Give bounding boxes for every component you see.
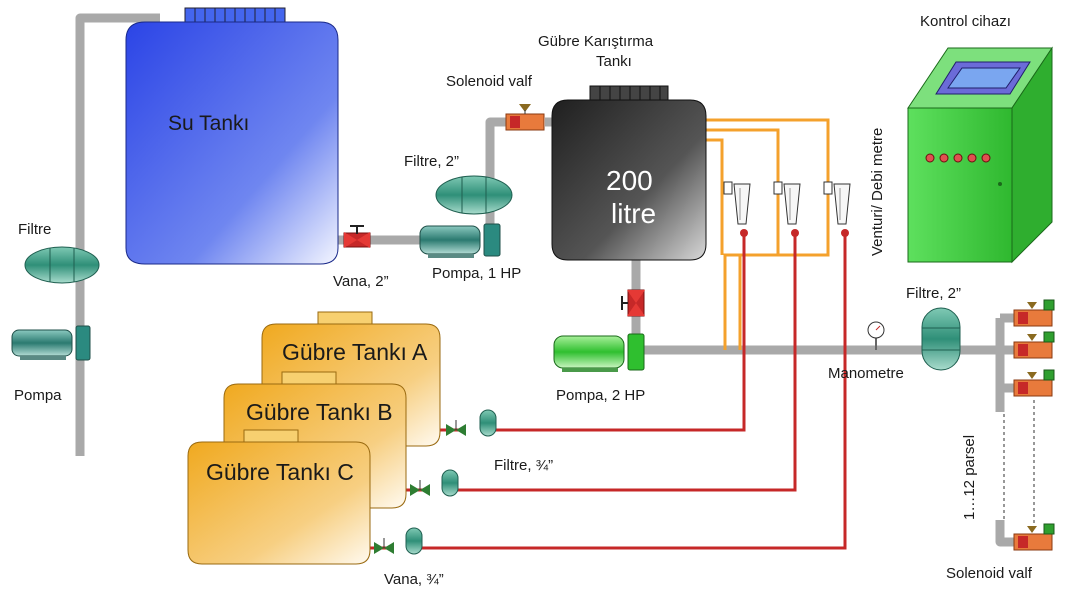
solenoid-valve-icon xyxy=(1013,331,1055,359)
water-tank: Su Tankı xyxy=(125,7,339,265)
valve-icon xyxy=(374,538,394,554)
filter-icon xyxy=(441,469,459,497)
valve-2-label: Vana, 2” xyxy=(333,273,389,290)
filter-2-right-label: Filtre, 2” xyxy=(906,285,961,302)
venturi-label: Venturi/ Debi metre xyxy=(869,128,886,256)
valve-icon xyxy=(621,289,645,317)
flowmeter-icon xyxy=(823,181,851,237)
mix-tank-unit: litre xyxy=(611,198,656,229)
filter-icon xyxy=(479,409,497,437)
filter-icon xyxy=(435,175,513,215)
solenoid-bottom-label: Solenoid valf xyxy=(946,565,1033,582)
manometer-label: Manometre xyxy=(828,365,904,382)
pump-icon xyxy=(11,325,91,361)
filter-34-label: Filtre, ¾” xyxy=(494,457,553,474)
pump-left-label: Pompa xyxy=(14,387,62,404)
valve-icon xyxy=(446,420,466,436)
filter-left-label: Filtre xyxy=(18,221,51,238)
solenoid-top-label: Solenoid valf xyxy=(446,73,533,90)
valve-icon xyxy=(410,480,430,496)
tank-b-label: Gübre Tankı B xyxy=(246,399,393,425)
filter-icon xyxy=(921,307,961,371)
water-tank-label: Su Tankı xyxy=(168,112,249,135)
pump-icon xyxy=(419,223,501,258)
control-box xyxy=(907,46,1053,264)
filter-icon xyxy=(405,527,423,555)
mixing-tank: 200 litre xyxy=(551,85,707,261)
flowmeter-icon xyxy=(773,181,801,237)
flowmeter-icon xyxy=(723,181,751,237)
orange-pipes xyxy=(705,118,830,350)
solenoid-valve-icon xyxy=(505,104,545,131)
pump-icon xyxy=(553,333,645,372)
control-box-label: Kontrol cihazı xyxy=(920,13,1011,30)
tank-c-label: Gübre Tankı C xyxy=(206,459,354,485)
fertilizer-tank-c: Gübre Tankı C xyxy=(187,429,371,565)
filter-2-top-label: Filtre, 2” xyxy=(404,153,459,170)
mix-tank-title-1: Gübre Karıştırma xyxy=(538,33,654,50)
mix-tank-volume: 200 xyxy=(606,165,653,196)
solenoid-valve-icon xyxy=(1013,523,1055,551)
pressure-gauge-icon xyxy=(867,321,885,350)
parsel-label: 1…12 parsel xyxy=(961,435,978,520)
valve-34-label: Vana, ¾” xyxy=(384,571,444,588)
solenoid-valve-icon xyxy=(1013,299,1055,327)
filter-icon xyxy=(24,246,100,284)
pump-2hp-label: Pompa, 2 HP xyxy=(556,387,645,404)
parsel-dashed-lines xyxy=(1003,400,1035,532)
valve-icon xyxy=(343,225,371,248)
tank-a-label: Gübre Tankı A xyxy=(282,339,428,365)
solenoid-valve-icon xyxy=(1013,369,1055,397)
pump-1hp-label: Pompa, 1 HP xyxy=(432,265,521,282)
mix-tank-title-2: Tankı xyxy=(596,53,632,70)
